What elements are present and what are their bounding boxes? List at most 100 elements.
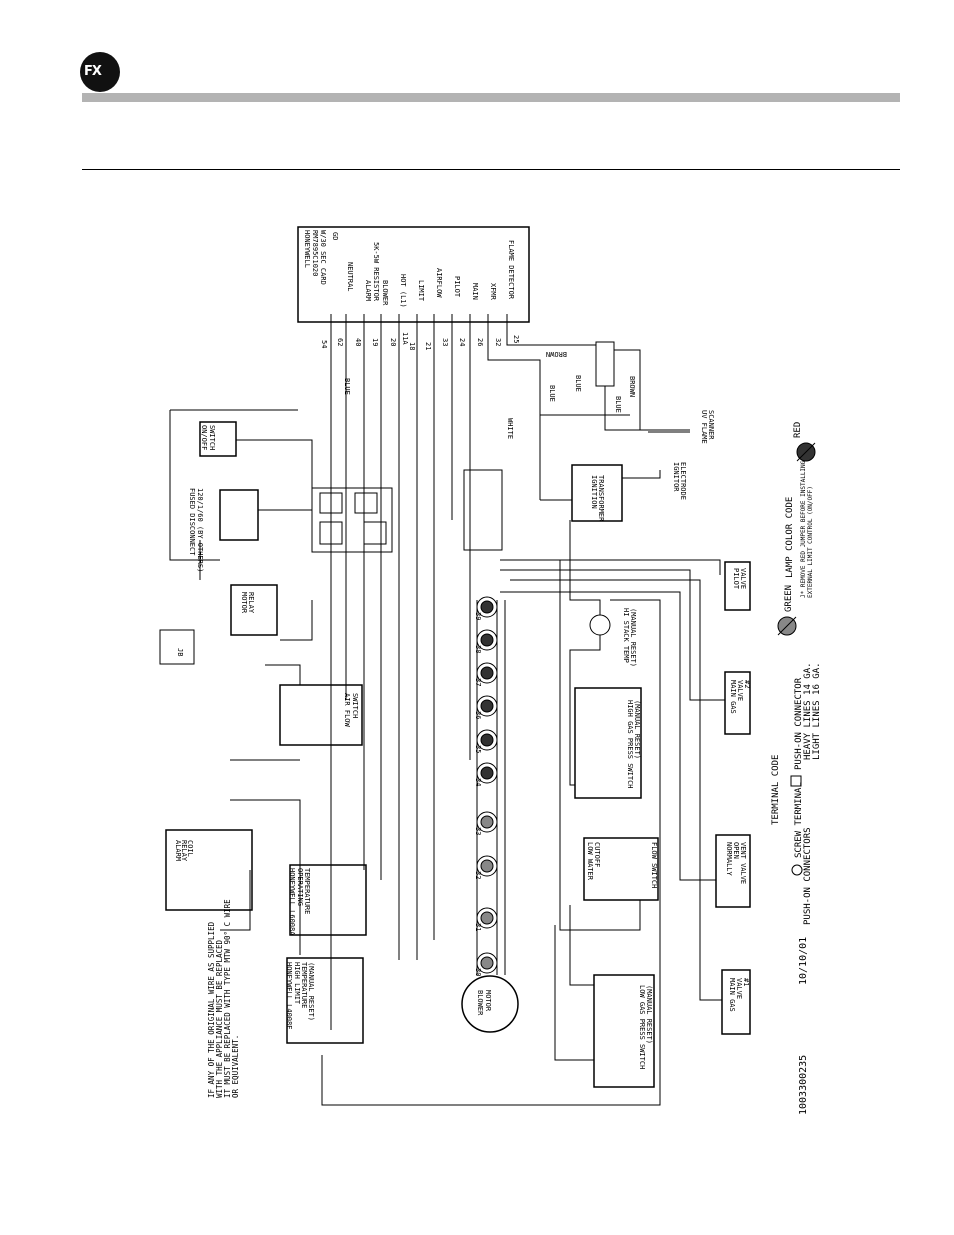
wire-26: 26 <box>476 338 484 346</box>
heavy-lines-label: HEAVY LINES 14 GA. <box>803 662 813 760</box>
on-off-title-2: SWITCH <box>208 425 216 450</box>
screw-terminal-symbol <box>791 864 803 876</box>
header-bar <box>82 93 900 102</box>
main-gas-2-title-3: #2 <box>743 680 751 688</box>
wire-25: 25 <box>512 335 520 343</box>
wire-40: 40 <box>354 338 362 346</box>
terminal-label-main: MAIN <box>471 283 479 300</box>
green-label: GREEN <box>784 585 794 612</box>
lamp-38 <box>476 629 498 651</box>
lamp-label-35: 35 <box>474 745 482 753</box>
wire-62: 62 <box>336 338 344 346</box>
pilot-valve-title-2: VALVE <box>739 568 747 589</box>
lamp-label-37: 37 <box>474 678 482 686</box>
hi-stack-title-1: HI STACK TEMP <box>622 608 630 663</box>
module-title-3: W/30 SEC CARD <box>319 230 327 285</box>
high-limit-title-4: (MANUAL RESET) <box>307 962 315 1021</box>
air-flow-title-2: SWITCH <box>351 693 359 718</box>
terminal-label-gd: GD <box>331 232 339 240</box>
motor-relay-title-1: MOTOR <box>240 592 248 614</box>
push-on-plural-label: PUSH-ON CONNECTORS <box>803 827 813 925</box>
terminal-code-title: TERMINAL CODE <box>771 755 781 825</box>
module-title-2: RM7895C1020 <box>311 230 319 276</box>
wire-32: 32 <box>494 338 502 346</box>
white-label: WHITE <box>506 418 514 439</box>
main-gas-2-title-2: VALVE <box>736 680 744 701</box>
lamp-37 <box>476 662 498 684</box>
lamp-label-31: 31 <box>474 923 482 931</box>
lamp-label-33: 33 <box>474 827 482 835</box>
operating-temp-title-2: OPERATING <box>296 868 304 906</box>
high-limit-box <box>286 957 364 1044</box>
vent-valve-title-1: NORMALLY <box>725 842 733 877</box>
terminal-strip <box>463 469 503 551</box>
wire-note-line-3: IT MUST BE REPLACED WITH TYPE MTW 90° C … <box>223 899 232 1098</box>
push-on-symbol <box>790 775 802 787</box>
terminal-label-pilot: PILOT <box>453 276 461 298</box>
control-module-box <box>297 226 530 323</box>
terminal-label-neutral: NEUTRAL <box>346 262 354 292</box>
high-limit-title-1: HONEYWELL L4008E <box>285 962 293 1029</box>
main-gas-1-title-3: #1 <box>742 978 750 986</box>
lamp-label-30: 30 <box>474 968 482 976</box>
lamp-39 <box>476 596 498 618</box>
main-gas-1-title-2: VALVE <box>735 978 743 999</box>
terminal-label-xfmr: XFMR <box>489 283 497 301</box>
main-gas-2-title-1: MAIN GAS <box>729 680 737 714</box>
drawing-date: 10/10/01 <box>798 937 809 985</box>
wire-54: 54 <box>320 340 328 348</box>
fused-disconnect-box <box>219 489 259 541</box>
wire-20: 20 <box>389 338 397 346</box>
lamp-label-36: 36 <box>474 711 482 719</box>
lamp-label-34: 34 <box>474 778 482 786</box>
alarm-relay-title-1: ALARM <box>174 840 182 861</box>
wire-19: 19 <box>371 338 379 346</box>
low-gas-title-1: LOW GAS PRESS SWITCH <box>638 985 646 1069</box>
hi-stack-sensor <box>589 614 611 636</box>
fused-disconnect-title-1: FUSED DISCONNECT <box>188 488 196 556</box>
logo-text: FX <box>84 64 102 79</box>
high-gas-switch-box <box>574 687 642 799</box>
terminal-label-airflow: AIRFLOW <box>435 268 443 298</box>
low-water-title-2: CUTOFF <box>593 842 601 867</box>
blue-label: BLUE <box>574 375 582 392</box>
wire-note-line-1: IF ANY OF THE ORIGINAL WIRE AS SUPPLIED <box>207 921 216 1098</box>
wire-24: 24 <box>458 338 466 346</box>
terminal-label-hot: HOT (L1) <box>399 274 407 308</box>
lamp-30 <box>476 952 498 974</box>
module-title-1: HONEYWELL <box>303 230 311 268</box>
drawing-number: 1003300235 <box>798 1055 809 1115</box>
indicator-lamps <box>476 596 498 974</box>
ignition-title-1: IGNITION <box>590 475 598 509</box>
operating-temp-box <box>289 864 367 936</box>
high-limit-title-3: TEMPERATURE <box>300 962 308 1008</box>
light-lines-label: LIGHT LINES 16 GA. <box>812 662 822 760</box>
module-wires <box>330 314 596 1030</box>
alarm-relay-title-3: COIL <box>186 840 194 857</box>
low-gas-switch-box <box>593 974 655 1088</box>
operating-temp-title-1: HONEYWELL L6008A <box>288 868 296 936</box>
operating-temp-title-3: TEMPERATURE <box>303 868 311 914</box>
lamp-label-32: 32 <box>474 871 482 879</box>
jumper-note-2: EXTERNAL LIMIT CONTROL (ON/OFF) <box>807 486 814 598</box>
low-water-title-1: LOW WATER <box>586 842 594 881</box>
vent-valve-title-2: OPEN <box>732 842 740 859</box>
wire-11a: 11A <box>401 332 409 345</box>
relay-block <box>311 487 393 553</box>
blower-motor-title-1: BLOWER <box>476 990 484 1016</box>
on-off-title-1: ON/OFF <box>200 425 208 450</box>
jb-label: JB <box>176 648 184 656</box>
brown-label-2: BROWN <box>628 376 636 397</box>
lamp-color-code-title: LAMP COLOR CODE <box>785 497 795 578</box>
high-gas-title-2: (MANUAL RESET) <box>633 700 641 759</box>
jb-box <box>159 629 195 665</box>
pilot-valve-title-1: PILOT <box>732 568 740 590</box>
air-flow-switch-box <box>279 684 363 746</box>
vent-valve-box <box>715 834 751 908</box>
lamp-35 <box>476 729 498 751</box>
blower-motor-title-2: MOTOR <box>484 990 492 1012</box>
wire-note-line-2: WITH THE APPLIANCE MUST BE REPLACED <box>215 939 224 1098</box>
uv-scanner-title-1: UV FLAME <box>700 410 708 444</box>
blue-label-3: BLUE <box>548 385 556 402</box>
flow-switch-title: FLOW SWITCH <box>650 842 658 888</box>
